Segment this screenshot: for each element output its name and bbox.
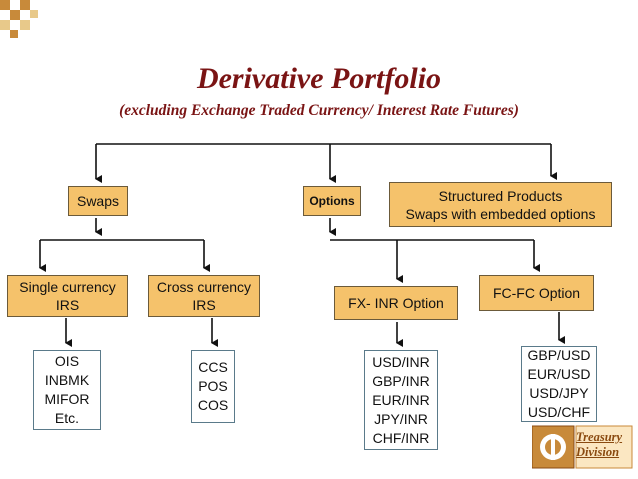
- treasury-logo-icon: [532, 425, 633, 469]
- fx-inr-option-box: FX- INR Option: [334, 286, 458, 320]
- fx-inr-pairs-list: USD/INR GBP/INR EUR/INR JPY/INR CHF/INR: [364, 350, 438, 450]
- structured-products-box: Structured Products Swaps with embedded …: [389, 182, 612, 227]
- swaps-box: Swaps: [68, 186, 128, 216]
- cross-currency-list: CCS POS COS: [191, 350, 235, 423]
- cross-currency-irs-box: Cross currency IRS: [148, 275, 260, 317]
- treasury-division-label: Treasury Division: [576, 430, 622, 460]
- fc-fc-pairs-list: GBP/USD EUR/USD USD/JPY USD/CHF: [521, 346, 597, 422]
- logo-line1: Treasury: [576, 430, 623, 444]
- fc-fc-option-box: FC-FC Option: [479, 275, 594, 311]
- single-currency-list: OIS INBMK MIFOR Etc.: [33, 350, 101, 430]
- corner-decoration: [0, 0, 38, 38]
- page-title: Derivative Portfolio: [196, 62, 442, 95]
- options-box: Options: [303, 186, 361, 216]
- page-subtitle: (excluding Exchange Traded Currency/ Int…: [119, 102, 519, 119]
- single-currency-irs-box: Single currency IRS: [7, 275, 128, 317]
- logo-line2: Division: [576, 445, 620, 459]
